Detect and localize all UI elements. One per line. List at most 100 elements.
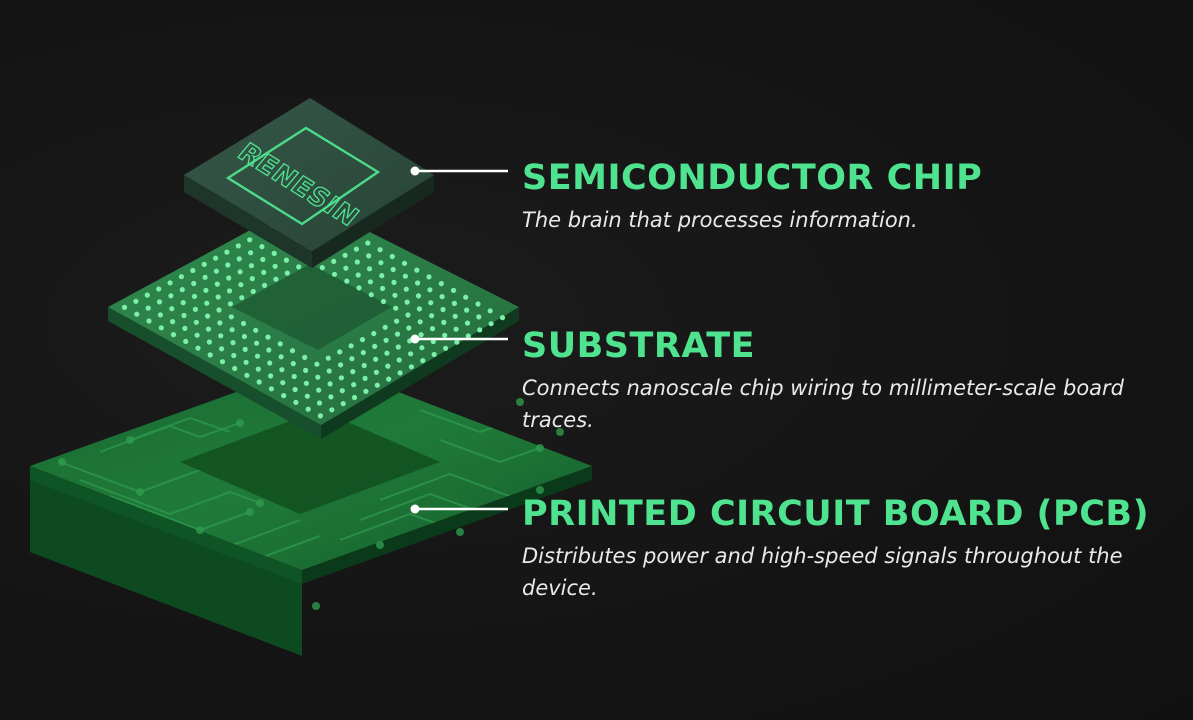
chip-top bbox=[184, 98, 434, 251]
solder-ball bbox=[182, 325, 188, 331]
solder-ball bbox=[408, 351, 414, 357]
solder-ball bbox=[236, 256, 242, 262]
connector-pcb bbox=[410, 504, 508, 514]
solder-ball bbox=[217, 320, 223, 326]
solder-ball bbox=[325, 355, 331, 361]
solder-ball bbox=[349, 356, 355, 362]
solder-ball bbox=[450, 287, 457, 293]
solder-ball bbox=[146, 318, 152, 324]
solder-ball bbox=[266, 347, 272, 353]
solder-ball bbox=[215, 294, 221, 300]
solder-ball bbox=[359, 337, 366, 343]
solder-ball bbox=[328, 394, 334, 400]
solder-ball bbox=[232, 365, 238, 372]
solder-ball bbox=[331, 258, 337, 264]
pcb-side-left bbox=[30, 466, 302, 656]
solder-ball bbox=[327, 381, 333, 387]
solder-ball bbox=[227, 301, 233, 307]
solder-ball bbox=[454, 339, 460, 345]
solder-ball bbox=[244, 372, 250, 378]
solder-ball bbox=[331, 271, 338, 277]
solder-ball bbox=[395, 344, 401, 350]
solder-ball bbox=[157, 312, 163, 318]
solder-ball bbox=[394, 318, 400, 324]
solder-ball bbox=[248, 250, 254, 256]
solder-ball bbox=[351, 382, 357, 388]
solder-ball bbox=[303, 380, 309, 386]
substrate-ball-grid bbox=[121, 206, 506, 419]
pcb-chip-footprint bbox=[180, 410, 440, 514]
solder-ball bbox=[191, 280, 197, 287]
solder-ball bbox=[240, 320, 247, 327]
solder-ball bbox=[218, 333, 224, 339]
solder-ball bbox=[242, 346, 248, 352]
solder-ball bbox=[281, 393, 287, 399]
solder-ball bbox=[191, 293, 198, 299]
connector-substrate bbox=[410, 334, 508, 344]
solder-ball bbox=[338, 362, 344, 368]
solder-ball bbox=[181, 312, 187, 319]
solder-ball bbox=[158, 325, 164, 331]
solder-ball bbox=[339, 388, 345, 394]
solder-ball bbox=[338, 375, 344, 381]
solder-ball bbox=[365, 240, 371, 246]
solder-ball bbox=[272, 263, 278, 269]
solder-ball bbox=[204, 300, 210, 306]
solder-ball bbox=[418, 332, 424, 338]
solder-ball bbox=[183, 338, 189, 344]
solder-ball bbox=[380, 298, 387, 305]
solder-ball bbox=[156, 299, 163, 305]
substrate-side-left bbox=[108, 307, 321, 439]
solder-ball bbox=[475, 301, 481, 307]
chip-side-left bbox=[184, 175, 312, 268]
solder-ball bbox=[194, 332, 200, 338]
solder-ball bbox=[366, 253, 372, 259]
solder-ball bbox=[343, 265, 349, 271]
solder-ball bbox=[213, 268, 219, 274]
solder-ball bbox=[353, 246, 359, 252]
solder-ball bbox=[385, 363, 391, 369]
solder-ball bbox=[180, 300, 186, 306]
solder-ball bbox=[428, 300, 434, 306]
solder-ball bbox=[488, 321, 494, 327]
label-semiconductor-chip: SEMICONDUCTOR CHIP The brain that proces… bbox=[522, 158, 1142, 236]
solder-ball bbox=[379, 273, 385, 279]
solder-ball bbox=[283, 257, 289, 263]
solder-ball bbox=[417, 319, 423, 325]
solder-ball bbox=[373, 369, 379, 375]
solder-ball bbox=[190, 267, 196, 274]
solder-ball bbox=[265, 334, 271, 340]
solder-ball bbox=[344, 278, 350, 284]
solder-ball bbox=[178, 274, 184, 280]
solder-ball bbox=[241, 333, 247, 340]
solder-ball bbox=[439, 294, 445, 300]
solder-ball bbox=[278, 354, 284, 360]
solder-ball bbox=[230, 340, 236, 346]
solder-ball bbox=[226, 275, 232, 281]
solder-ball bbox=[453, 326, 459, 332]
solder-ball bbox=[317, 413, 323, 419]
solder-ball bbox=[302, 354, 308, 360]
solder-ball bbox=[403, 286, 409, 292]
solder-ball bbox=[170, 319, 176, 325]
solder-ball bbox=[247, 237, 253, 243]
solder-ball bbox=[216, 307, 222, 313]
solder-ball bbox=[248, 263, 254, 269]
solder-ball bbox=[316, 400, 323, 406]
solder-ball bbox=[380, 285, 386, 292]
solder-ball bbox=[319, 265, 325, 271]
solder-ball bbox=[280, 380, 286, 386]
solder-ball bbox=[207, 352, 213, 358]
substrate-center-shade bbox=[232, 264, 392, 350]
solder-ball bbox=[296, 264, 302, 270]
solder-ball bbox=[219, 346, 225, 352]
solder-ball bbox=[420, 358, 426, 364]
solder-ball bbox=[348, 343, 354, 349]
solder-ball bbox=[284, 270, 290, 276]
solder-ball bbox=[156, 286, 162, 292]
solder-ball bbox=[354, 259, 360, 265]
solder-ball bbox=[366, 266, 373, 272]
solder-ball bbox=[195, 345, 201, 351]
solder-ball bbox=[351, 394, 358, 401]
solder-ball bbox=[414, 267, 420, 273]
